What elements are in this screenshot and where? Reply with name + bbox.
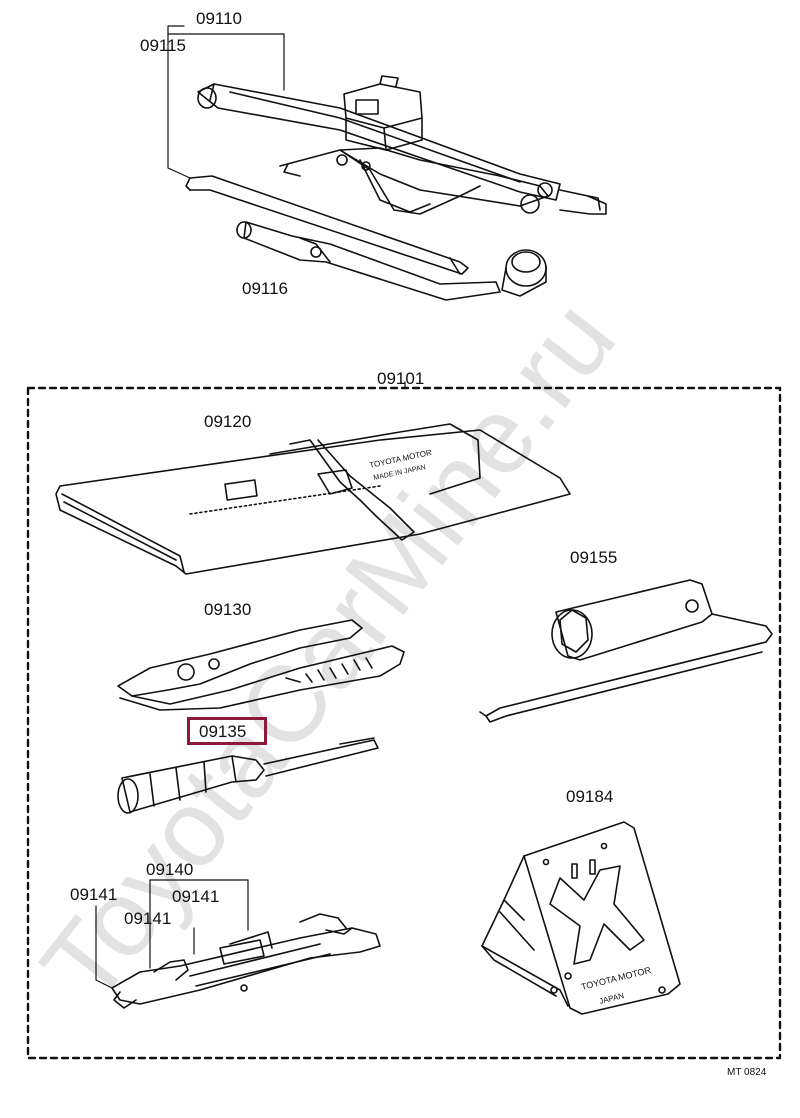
label-09101: 09101 bbox=[377, 369, 425, 388]
leader-lines-top bbox=[167, 25, 285, 179]
label-09130: 09130 bbox=[204, 600, 252, 619]
label-09141-a: 09141 bbox=[70, 885, 118, 904]
label-09141-b: 09141 bbox=[172, 887, 220, 906]
label-09135[interactable]: 09135 bbox=[199, 722, 247, 741]
label-09140: 09140 bbox=[146, 860, 194, 879]
label-09110: 09110 bbox=[196, 9, 243, 28]
label-09116: 09116 bbox=[242, 279, 289, 298]
spark-plug-wrench[interactable] bbox=[479, 579, 773, 723]
wheel-nut-wrench[interactable] bbox=[236, 221, 547, 301]
label-09155: 09155 bbox=[570, 548, 618, 567]
label-09184: 09184 bbox=[566, 787, 614, 806]
label-09115: 09115 bbox=[140, 36, 187, 55]
chock-stamp-2: JAPAN bbox=[598, 991, 625, 1006]
tool-kit-boundary bbox=[26, 386, 782, 1060]
tool-pouch[interactable]: TOYOTA MOTOR MADE IN JAPAN bbox=[55, 423, 571, 575]
label-09141-c: 09141 bbox=[124, 909, 172, 928]
open-end-wrench-set[interactable] bbox=[111, 913, 381, 1009]
figure-code: MT 0824 bbox=[727, 1067, 767, 1078]
jack-handle-rod[interactable] bbox=[185, 175, 469, 275]
scissor-jack[interactable] bbox=[197, 75, 607, 215]
pliers[interactable] bbox=[117, 619, 405, 711]
wheel-chock[interactable]: TOYOTA MOTOR JAPAN bbox=[481, 821, 681, 1015]
highlight-box bbox=[187, 717, 267, 745]
screwdriver[interactable] bbox=[117, 737, 379, 814]
label-09120: 09120 bbox=[204, 412, 252, 431]
leader-lines-wrench-set bbox=[95, 879, 249, 989]
chock-stamp-1: TOYOTA MOTOR bbox=[580, 965, 652, 992]
